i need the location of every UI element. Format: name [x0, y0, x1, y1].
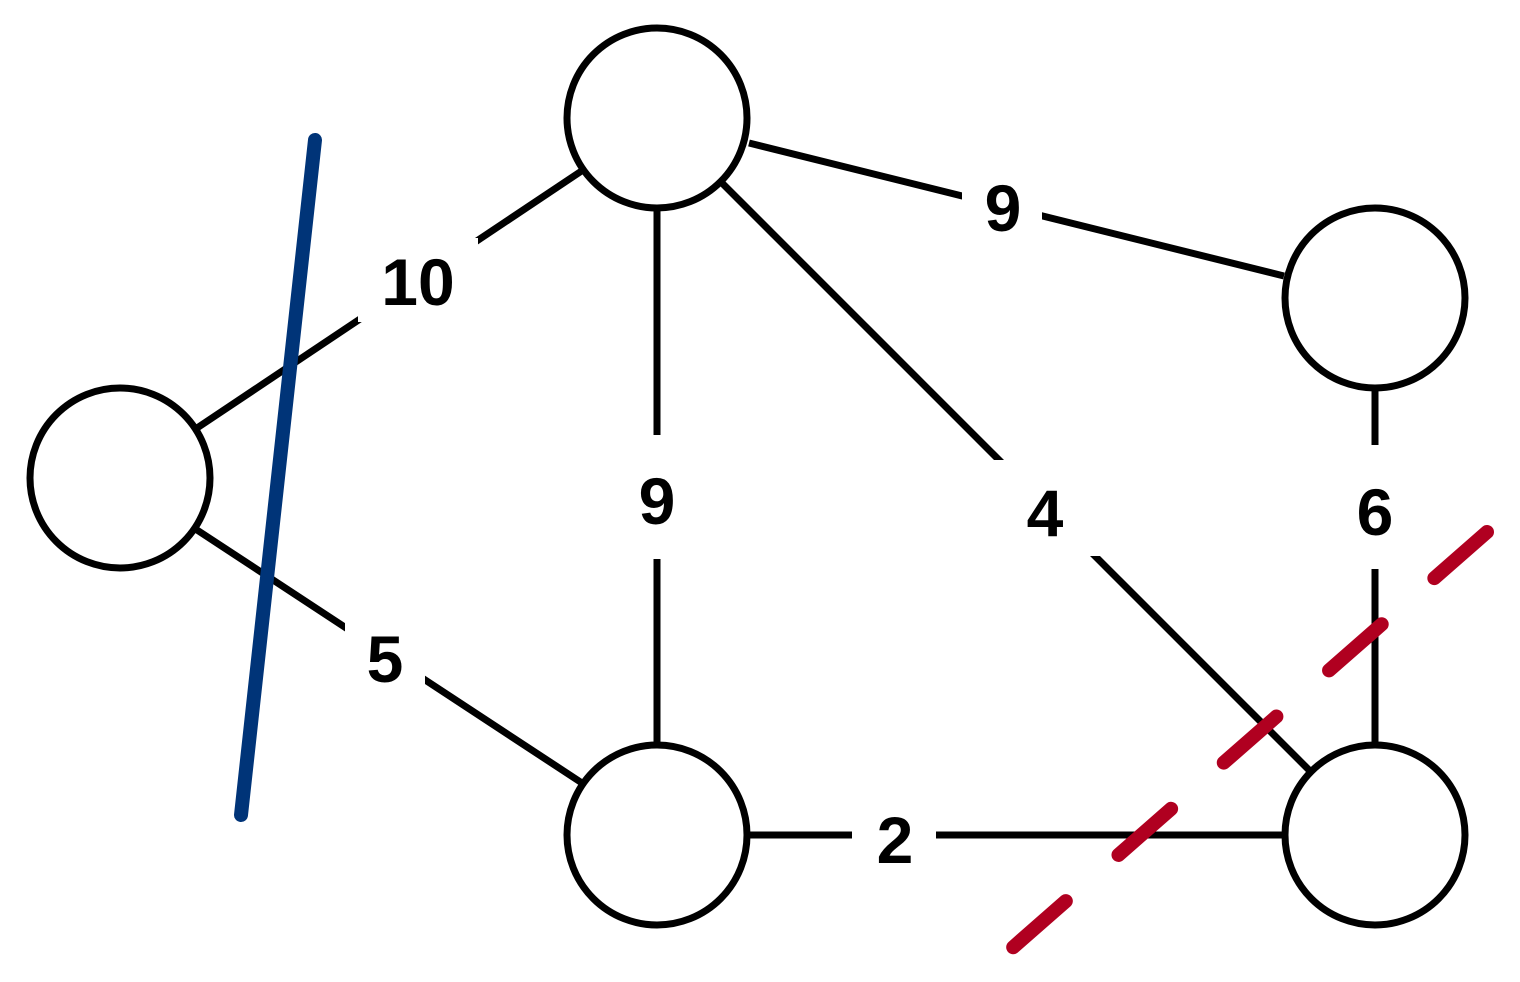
weight-label-right-top-bottom-right: 6 [1357, 475, 1394, 549]
edge-weights: 10 5 9 9 4 6 2 [345, 168, 1415, 877]
solid-cut-line [234, 133, 322, 822]
weight-label-top-right-top: 9 [985, 171, 1022, 245]
dashed-cut-line [1003, 525, 1494, 957]
node-left [26, 384, 214, 572]
node-bottom-middle [563, 741, 751, 929]
node-top [563, 24, 751, 212]
weight-label-left-bottom-middle: 5 [367, 622, 404, 696]
weight-label-left-top: 10 [381, 245, 454, 319]
weight-label-top-bottom-right: 4 [1027, 476, 1064, 550]
node-bottom-right [1281, 741, 1469, 929]
weight-label-top-bottom-middle: 9 [639, 464, 676, 538]
nodes [26, 24, 1469, 929]
node-right-top [1281, 204, 1469, 392]
weight-label-bottom-middle-bottom-right: 2 [877, 803, 914, 877]
